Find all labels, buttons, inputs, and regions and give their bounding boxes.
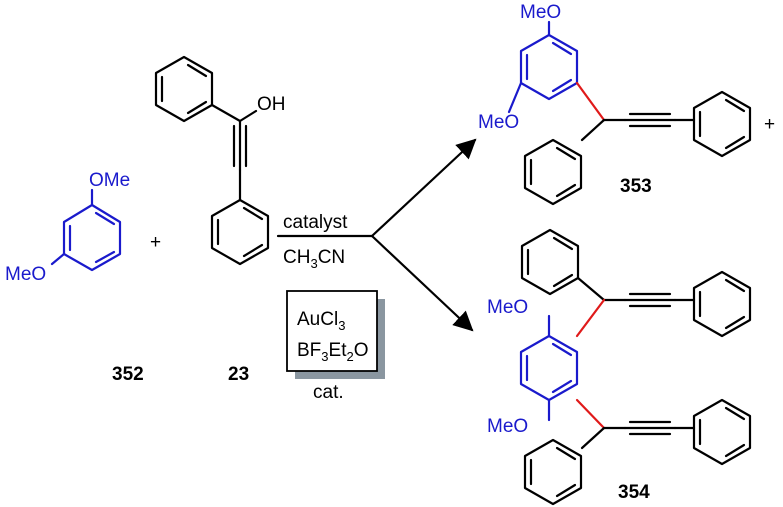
compound-352-label: 352 bbox=[112, 364, 144, 385]
arrow-to-354 bbox=[370, 234, 474, 332]
arrow-to-353 bbox=[370, 138, 477, 238]
compound-354-structure bbox=[519, 228, 752, 506]
compound-354-label: 354 bbox=[618, 482, 650, 503]
compound-23-structure bbox=[154, 55, 270, 266]
catalyst-box bbox=[286, 290, 378, 372]
meo-label-354-top: MeO bbox=[487, 297, 528, 318]
catalyst-bf3et2o: BF3Et2O bbox=[297, 340, 368, 364]
catalyst-aucl3: AuCl3 bbox=[297, 309, 345, 333]
solvent-label: CH3CN bbox=[283, 247, 345, 271]
ome-label-352: OMe bbox=[89, 170, 130, 191]
compound-352-structure bbox=[50, 188, 122, 272]
plus-sign-right: + bbox=[764, 114, 775, 135]
catalyst-label: catalyst bbox=[283, 212, 348, 233]
compound-353-structure bbox=[507, 20, 752, 206]
ome-label-353-top: MeO bbox=[520, 2, 561, 23]
compound-353-label: 353 bbox=[620, 176, 652, 197]
meo-label-354-bottom: MeO bbox=[487, 416, 528, 437]
meo-label-353: MeO bbox=[478, 112, 519, 133]
plus-sign-left: + bbox=[150, 232, 161, 253]
cat-note-label: cat. bbox=[313, 382, 344, 403]
meo-label-352: MeO bbox=[5, 264, 46, 285]
oh-label-23: OH bbox=[257, 94, 286, 115]
compound-23-label: 23 bbox=[228, 364, 249, 385]
